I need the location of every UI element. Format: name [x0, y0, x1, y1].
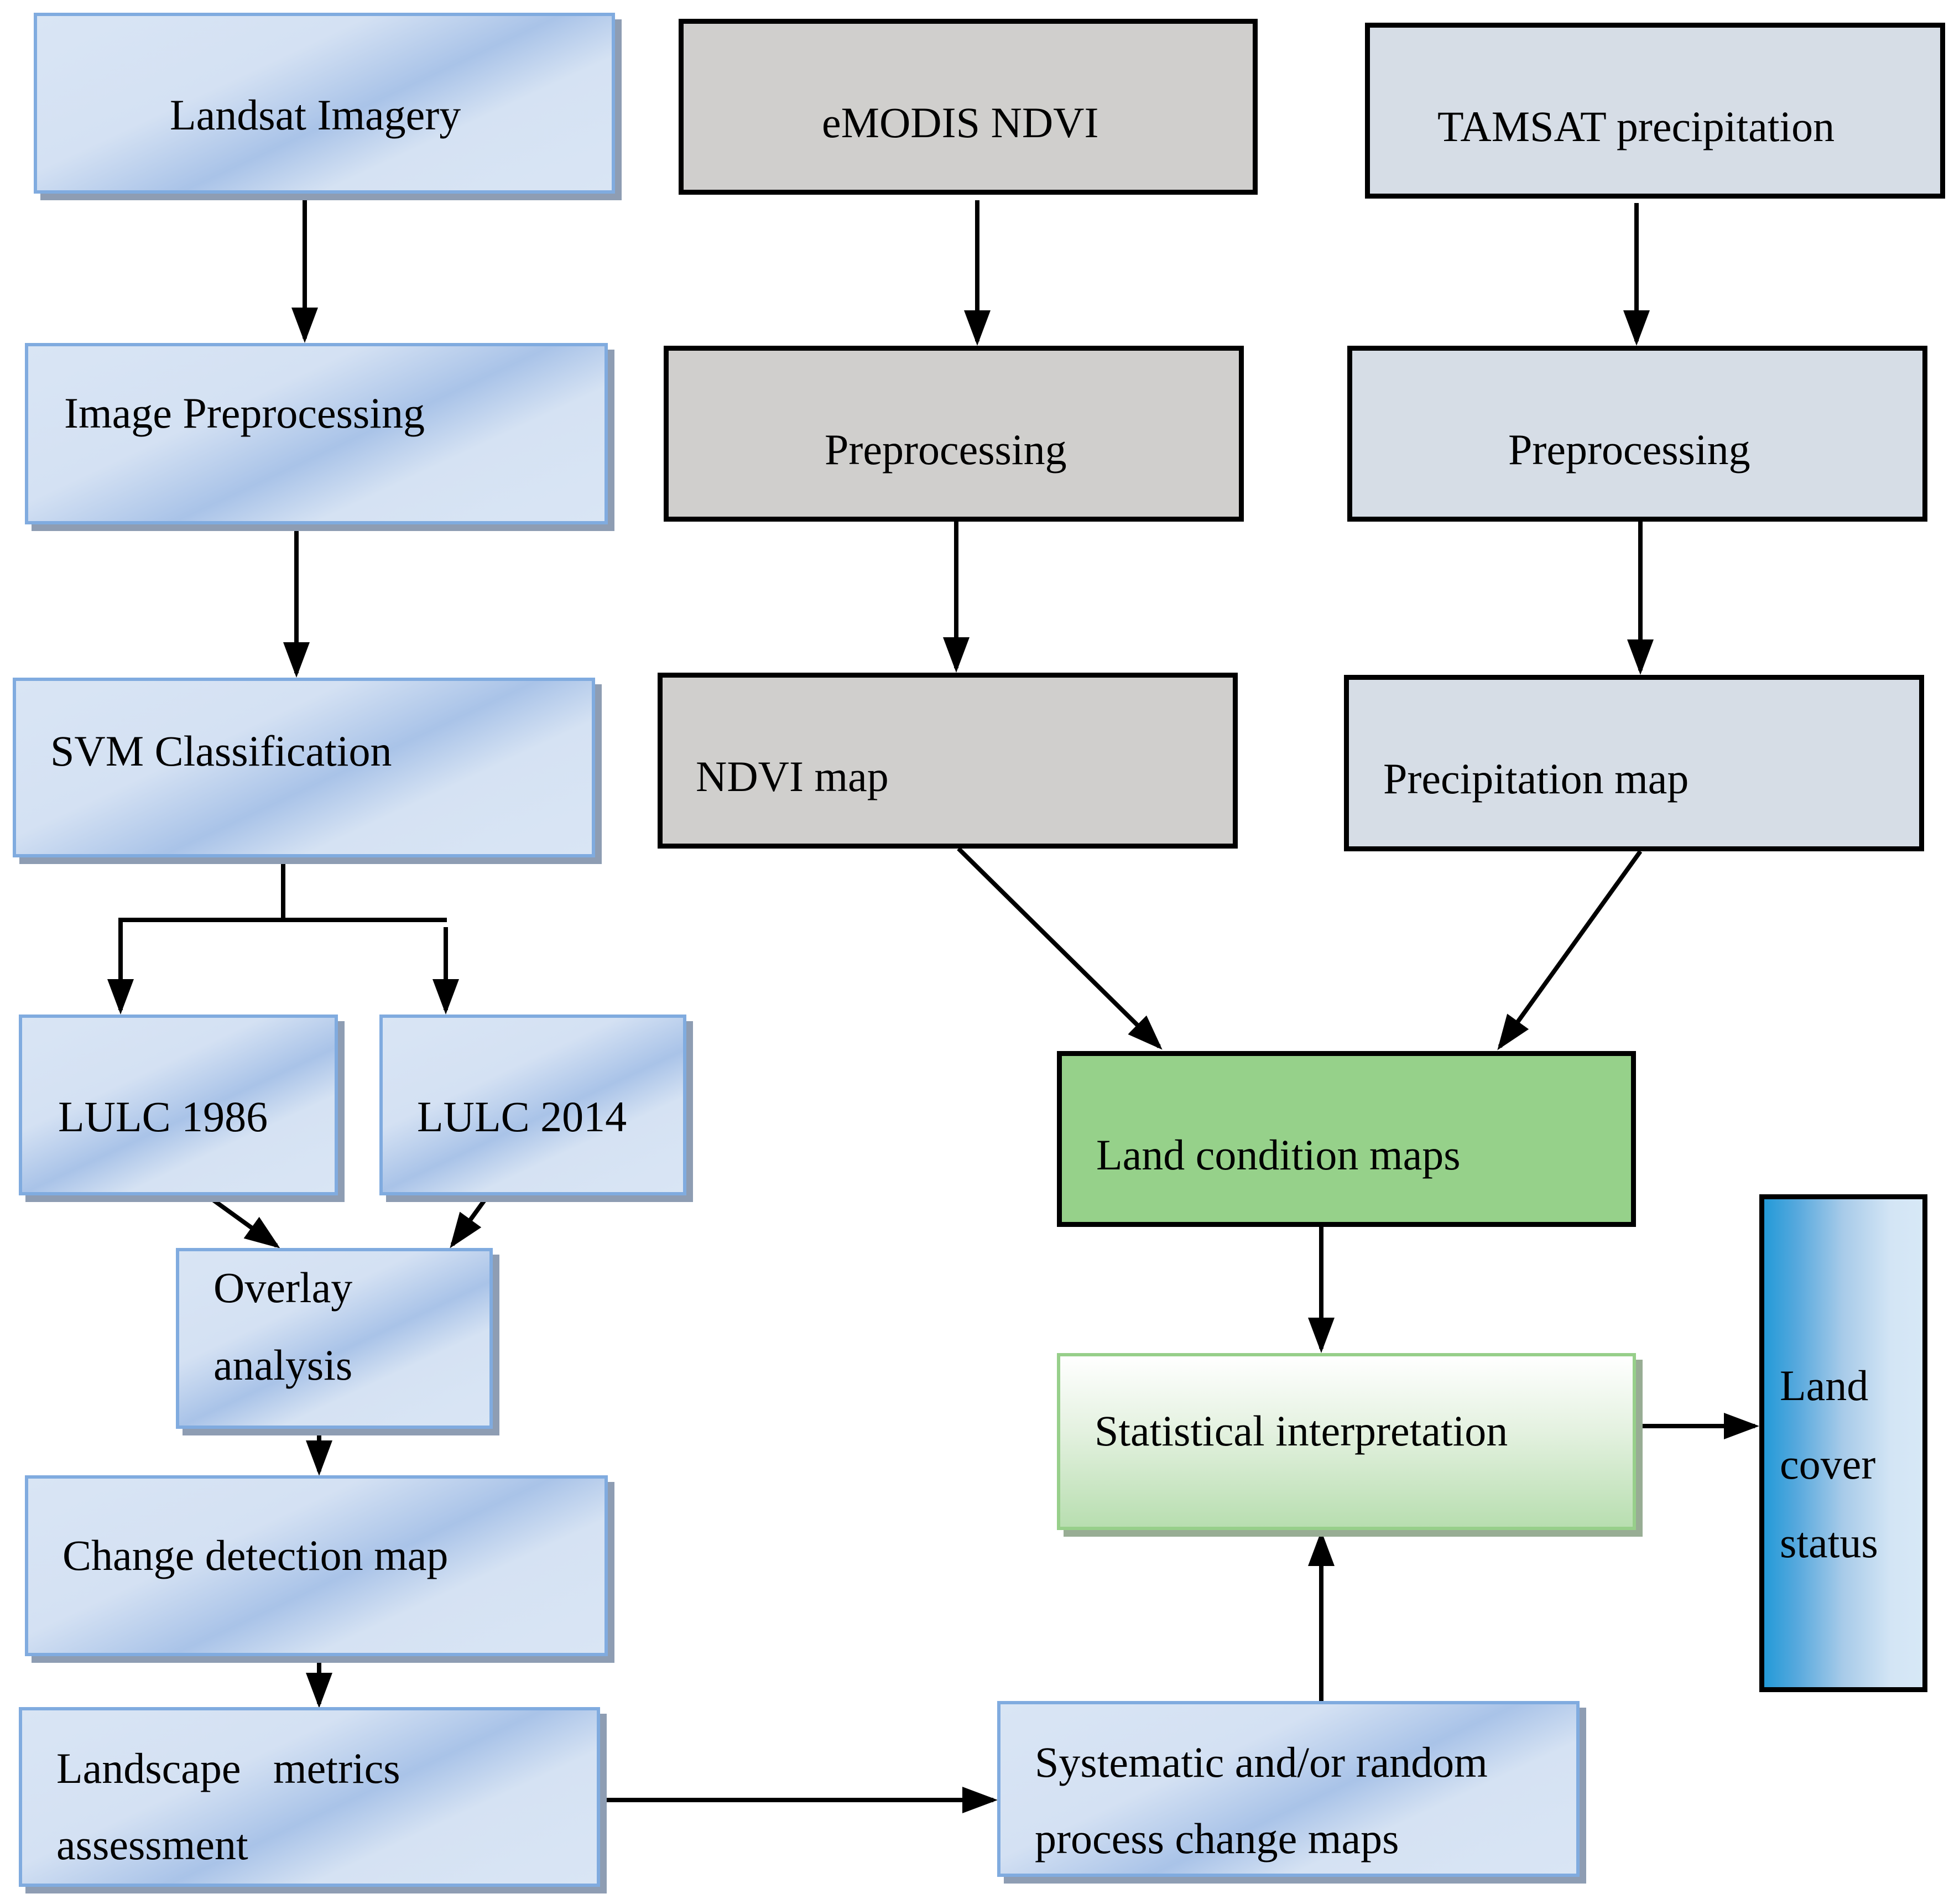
node-landsat-imagery: Landsat Imagery	[34, 13, 615, 194]
node-svm-classification: SVM Classification	[13, 678, 595, 857]
node-change-detection-map: Change detection map	[25, 1475, 608, 1656]
node-land-condition-maps: Land condition maps	[1057, 1051, 1636, 1227]
node-label-line-1: Overlay	[213, 1263, 353, 1312]
node-label-line-1: Land	[1780, 1361, 1869, 1409]
node-precipitation-map: Precipitation map	[1344, 675, 1924, 851]
node-label-line-2: process change maps	[1035, 1814, 1399, 1863]
node-label: eMODIS NDVI	[822, 98, 1099, 147]
edge-precip-map-to-land-condition	[1497, 850, 1643, 1050]
node-lulc-2014: LULC 2014	[379, 1015, 686, 1195]
node-label: Preprocessing	[1508, 425, 1750, 474]
edge-ndvi-map-to-land-condition	[957, 847, 1163, 1050]
node-precip-preprocessing: Preprocessing	[1347, 346, 1927, 522]
node-label-line-3: status	[1780, 1518, 1878, 1567]
node-lulc-1986: LULC 1986	[19, 1015, 338, 1195]
node-label: SVM Classification	[50, 727, 392, 775]
node-label: Land condition maps	[1096, 1131, 1461, 1179]
node-label: NDVI map	[696, 752, 889, 800]
node-land-cover-status: Land cover status	[1759, 1194, 1927, 1692]
node-label: Change detection map	[62, 1531, 449, 1579]
node-label-line-2: cover	[1780, 1440, 1876, 1488]
node-label-line-1: Systematic and/or random	[1035, 1738, 1488, 1786]
node-label: Precipitation map	[1383, 755, 1689, 803]
node-systematic-random-change: Systematic and/or random process change …	[997, 1701, 1580, 1877]
node-label: Image Preprocessing	[64, 389, 425, 437]
node-label: Statistical interpretation	[1095, 1407, 1508, 1455]
node-label-line-2: assessment	[56, 1820, 248, 1869]
node-label-line-2: analysis	[213, 1341, 353, 1389]
edge-lulc1986-to-overlay	[201, 1190, 280, 1248]
node-ndvi-preprocessing: Preprocessing	[664, 346, 1244, 522]
node-label: Landsat Imagery	[170, 91, 461, 139]
node-label: TAMSAT precipitation	[1437, 102, 1835, 150]
node-image-preprocessing: Image Preprocessing	[25, 343, 608, 524]
node-label: LULC 2014	[417, 1093, 627, 1141]
node-landscape-metrics: Landscape metrics assessment	[19, 1707, 600, 1887]
node-ndvi-map: NDVI map	[658, 673, 1238, 849]
edge-lulc2014-to-overlay	[450, 1191, 492, 1248]
node-tamsat-precipitation: TAMSAT precipitation	[1365, 23, 1945, 199]
node-label-line-1: Landscape metrics	[56, 1744, 400, 1792]
node-label: LULC 1986	[58, 1093, 268, 1141]
node-overlay-analysis: Overlay analysis	[176, 1248, 493, 1429]
node-label: Preprocessing	[825, 425, 1067, 474]
node-statistical-interpretation: Statistical interpretation	[1057, 1353, 1636, 1530]
node-emodis-ndvi: eMODIS NDVI	[679, 19, 1258, 195]
